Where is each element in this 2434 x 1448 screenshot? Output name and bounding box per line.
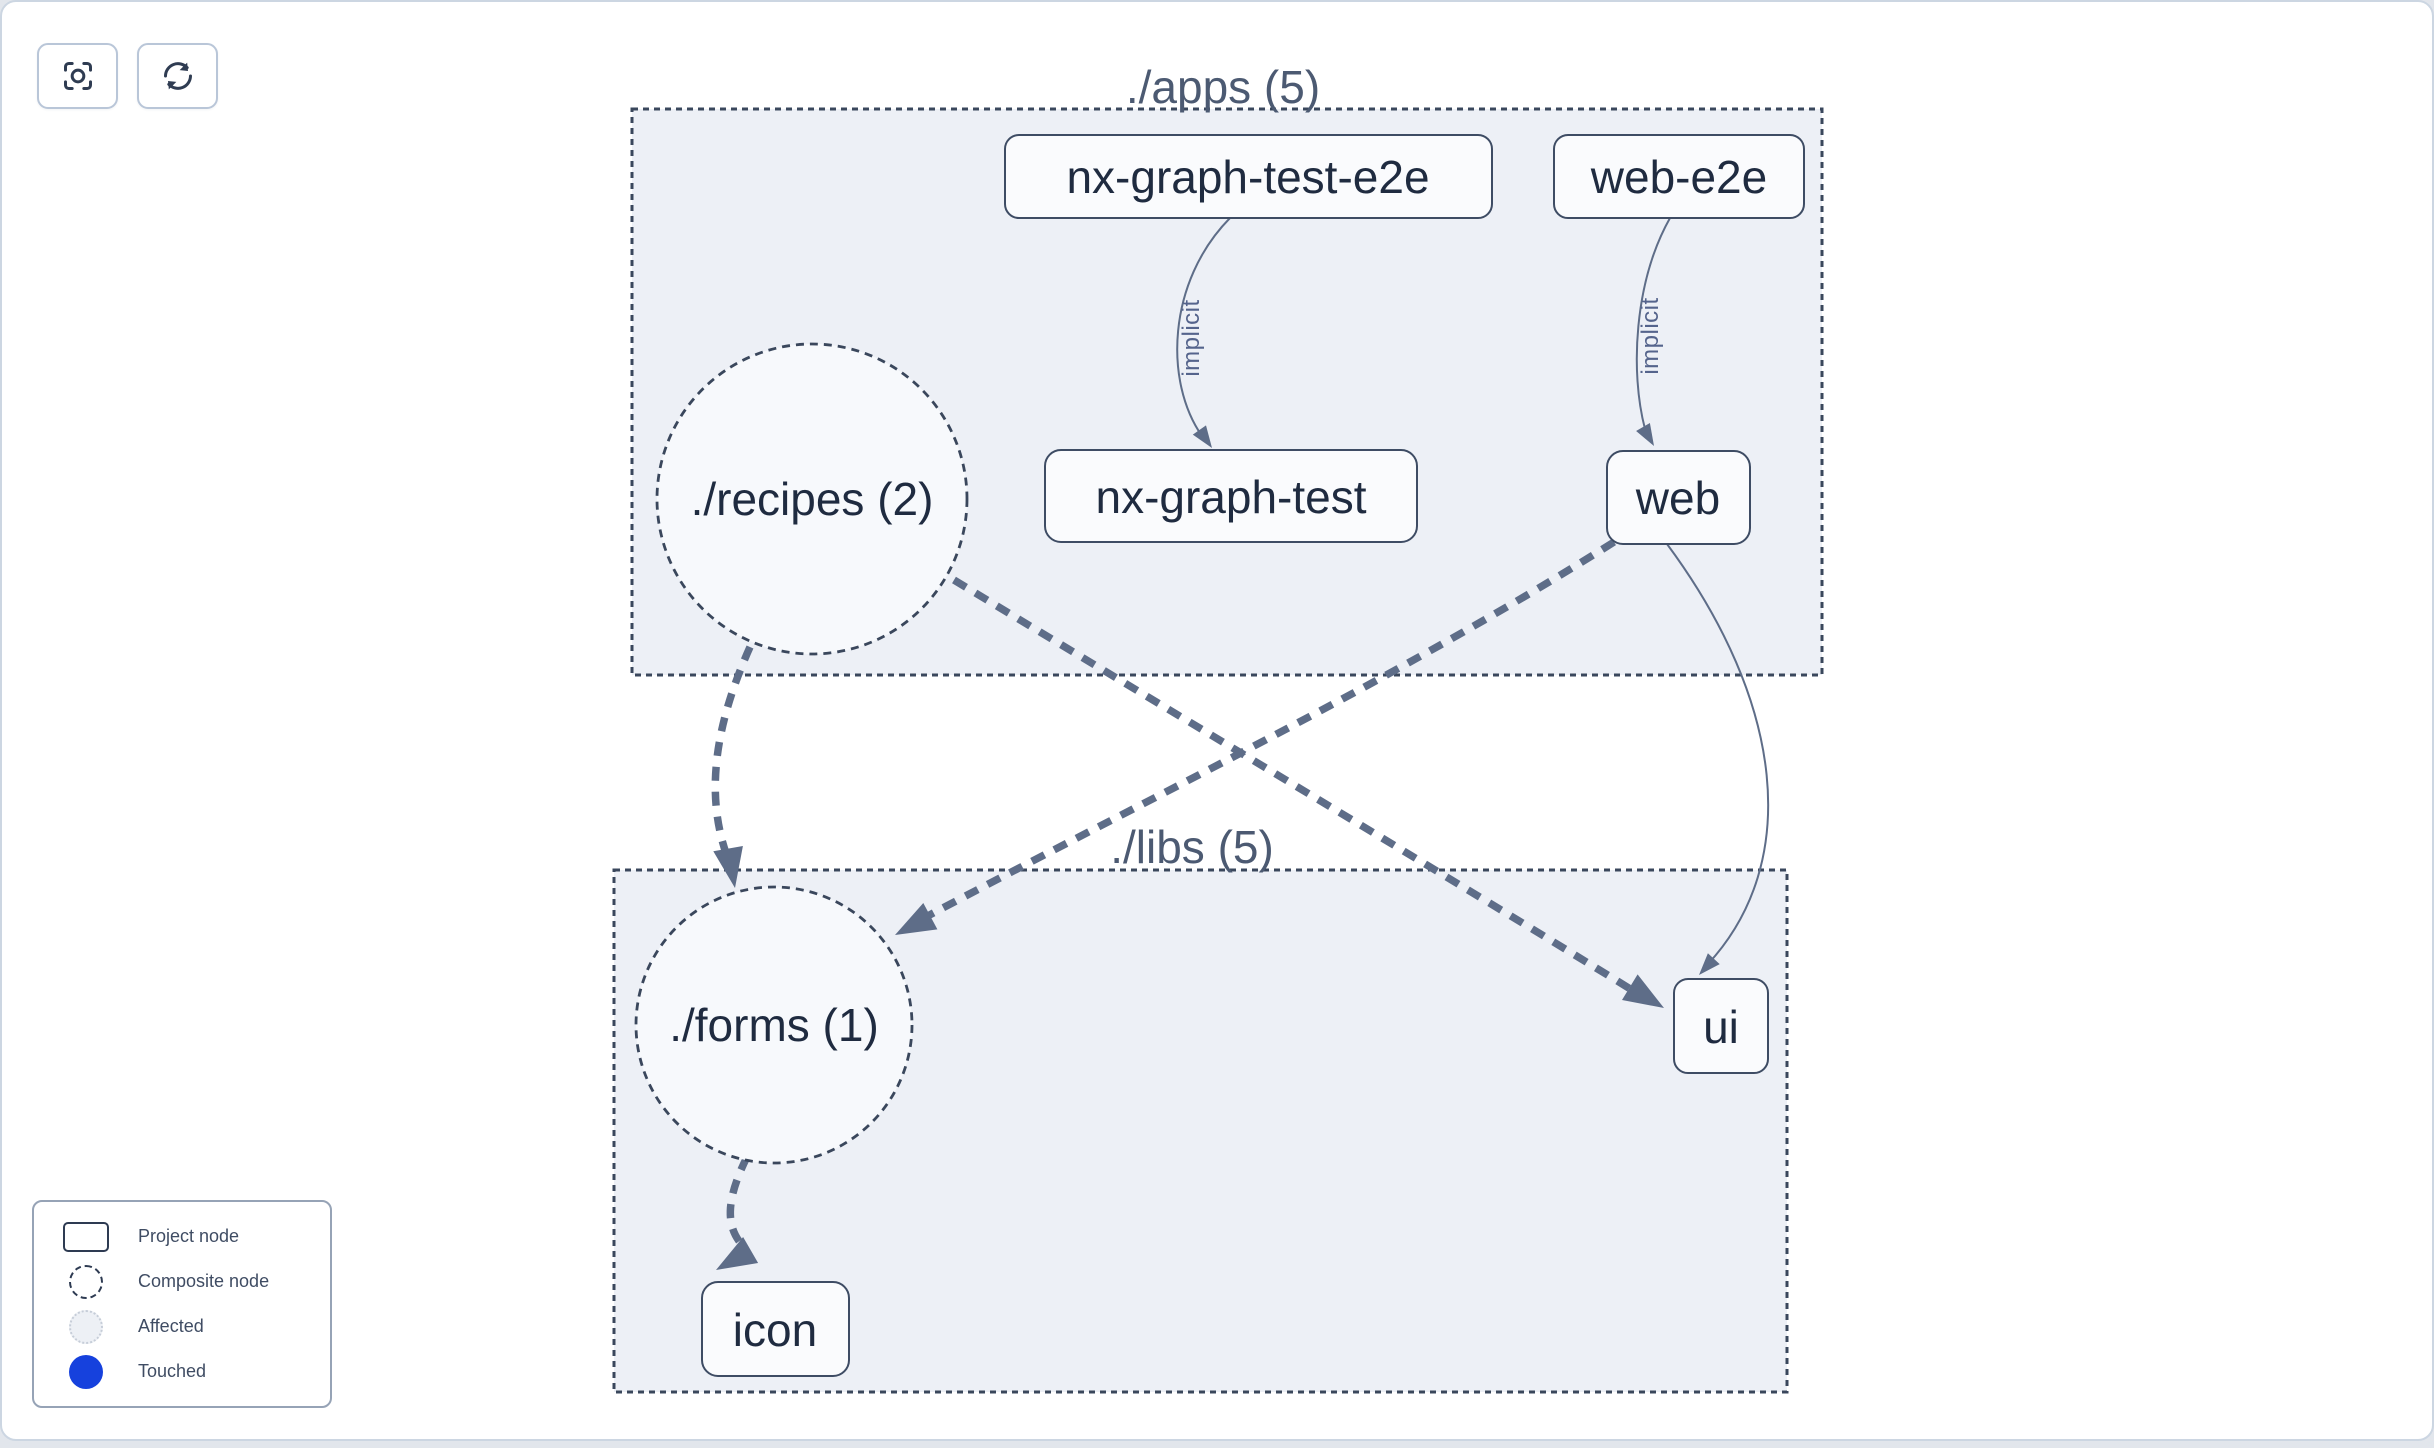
composite-node-swatch (69, 1264, 103, 1299)
crosshair-scan-icon (63, 62, 92, 90)
node-web-e2e[interactable]: web-e2e (1553, 134, 1805, 219)
legend-item-affected: Affected (34, 1304, 330, 1349)
legend-item-composite-node: Composite node (34, 1259, 330, 1304)
node-nx-graph-test-label: nx-graph-test (1095, 471, 1366, 523)
node-ui[interactable]: ui (1673, 978, 1769, 1074)
arrowhead-icon (716, 1237, 759, 1270)
edge-label-implicit-2: implicit (1637, 297, 1664, 374)
node-nx-graph-test-e2e[interactable]: nx-graph-test-e2e (1004, 134, 1493, 219)
legend-label: Touched (138, 1361, 207, 1381)
edge-forms-to-icon (726, 1155, 751, 1252)
composite-node-recipes-label: ./recipes (2) (691, 473, 934, 525)
arrowhead-icon (1192, 425, 1212, 448)
edge-web-to-forms (922, 538, 1616, 922)
arrowhead-icon (1622, 974, 1664, 1008)
arrowhead-icon (1636, 423, 1654, 446)
node-web-e2e-label: web-e2e (1590, 151, 1767, 203)
legend-item-touched: Touched (34, 1349, 330, 1394)
touched-swatch (69, 1354, 103, 1389)
node-nx-graph-test[interactable]: nx-graph-test (1044, 449, 1418, 543)
node-icon[interactable]: icon (701, 1281, 850, 1377)
node-web[interactable]: web (1606, 450, 1751, 545)
legend-item-project-node: Project node (34, 1214, 330, 1259)
cluster-libs-label: ./libs (5) (1110, 821, 1274, 873)
project-node-swatch (63, 1221, 109, 1252)
arrowhead-icon (1699, 953, 1720, 975)
edge-web-to-ui (1666, 543, 1770, 965)
refresh-icon (163, 62, 192, 90)
composite-node-forms[interactable]: ./forms (1) (634, 885, 914, 1165)
legend-label: Composite node (138, 1271, 270, 1291)
arrowhead-icon (895, 903, 938, 935)
composite-node-forms-label: ./forms (1) (669, 999, 879, 1051)
edge-label-implicit-1: implicit (1178, 299, 1205, 376)
refresh-button[interactable] (137, 43, 218, 109)
node-ui-label: ui (1703, 1001, 1739, 1053)
edge-nx-graph-test-e2e-to-nx-graph-test (1176, 217, 1231, 437)
arrowhead-icon (713, 846, 743, 888)
legend-panel: Project node Composite node Affected Tou… (32, 1200, 332, 1408)
graph-toolbar (37, 43, 218, 109)
cluster-apps-label: ./apps (5) (1126, 61, 1320, 113)
composite-node-recipes[interactable]: ./recipes (2) (655, 342, 969, 656)
edge-web-e2e-to-web (1635, 217, 1671, 430)
node-icon-label: icon (733, 1304, 817, 1356)
edge-recipes-to-ui (952, 576, 1634, 994)
node-web-label: web (1635, 472, 1720, 524)
affected-swatch (69, 1309, 103, 1344)
edges: implicit implicit (711, 217, 1770, 1270)
edge-recipes-to-forms (711, 645, 754, 866)
center-graph-button[interactable] (37, 43, 118, 109)
node-nx-graph-test-e2e-label: nx-graph-test-e2e (1066, 151, 1429, 203)
legend-label: Affected (138, 1316, 204, 1336)
legend-label: Project node (138, 1226, 240, 1246)
